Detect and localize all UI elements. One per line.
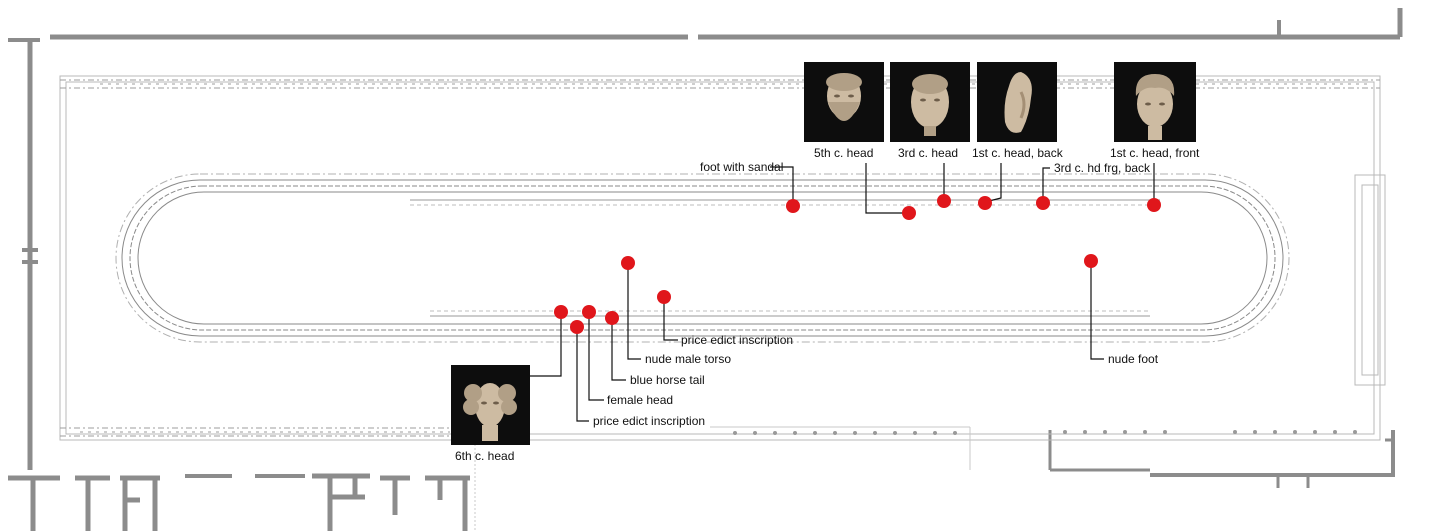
marker-3rd-c-hd-frg-back[interactable] — [1036, 196, 1050, 210]
head-fragment-icon — [1004, 72, 1032, 133]
marker-nude-foot[interactable] — [1084, 254, 1098, 268]
photo-1st-c-head-front[interactable] — [1114, 62, 1196, 142]
photo-6th-c-head[interactable] — [451, 365, 530, 445]
label-nude-male-torso: nude male torso — [645, 352, 732, 366]
outer-walls — [8, 8, 1403, 488]
leader-blue-horse-tail — [611, 318, 626, 381]
bearded-marble-head-icon — [826, 73, 862, 121]
label-6th-c-head: 6th c. head — [455, 449, 515, 463]
label-nude-foot: nude foot — [1108, 352, 1159, 366]
bottom-foundations — [8, 473, 470, 531]
rubble-bands — [60, 79, 1380, 437]
marker-1st-c-head-back[interactable] — [978, 196, 992, 210]
arena-track — [115, 173, 1290, 343]
marker-price-edict-upper[interactable] — [657, 290, 671, 304]
photo-5th-c-head[interactable] — [804, 62, 884, 142]
leader-5th-c-head — [865, 163, 908, 214]
label-price-edict-inscription-lower: price edict inscription — [593, 414, 706, 428]
marker-1st-c-head-front[interactable] — [1147, 198, 1161, 212]
marker-price-edict-lower[interactable] — [570, 320, 584, 334]
find-markers — [554, 194, 1161, 334]
label-1st-c-head-front: 1st c. head, front — [1110, 146, 1200, 160]
leader-1st-c-head-back — [984, 163, 1002, 203]
curly-haired-head-icon — [1135, 74, 1175, 140]
label-foot-with-sandal: foot with sandal — [700, 160, 784, 174]
label-3rd-c-hd-frg-back: 3rd c. hd frg, back — [1054, 161, 1151, 175]
leader-nude-foot — [1090, 261, 1104, 360]
label-blue-horse-tail: blue horse tail — [630, 373, 705, 387]
marker-3rd-c-head[interactable] — [937, 194, 951, 208]
label-1st-c-head-back: 1st c. head, back — [972, 146, 1063, 160]
colonnade-rule — [474, 426, 971, 531]
label-5th-c-head: 5th c. head — [814, 146, 874, 160]
leader-female-head — [588, 312, 604, 401]
marker-female-head[interactable] — [582, 305, 596, 319]
label-price-edict-inscription-upper: price edict inscription — [681, 333, 794, 347]
leader-foot-with-sandal — [770, 166, 794, 205]
marker-6th-c-head[interactable] — [554, 305, 568, 319]
marker-foot-with-sandal[interactable] — [786, 199, 800, 213]
late-antique-head-icon — [463, 383, 517, 441]
leader-price-edict-upper — [663, 297, 678, 341]
leader-price-edict-lower — [576, 327, 589, 422]
photo-1st-c-head-back[interactable] — [977, 62, 1057, 142]
marker-nude-male-torso[interactable] — [621, 256, 635, 270]
colonnade-dots — [733, 430, 1357, 435]
marker-5th-c-head[interactable] — [902, 206, 916, 220]
leader-6th-c-head — [530, 312, 562, 377]
label-3rd-c-head: 3rd c. head — [898, 146, 959, 160]
label-female-head: female head — [607, 393, 674, 407]
photo-3rd-c-head[interactable] — [890, 62, 970, 142]
leader-3rd-c-hd-frg-back — [1042, 167, 1050, 202]
leader-nude-male-torso — [627, 263, 641, 360]
worn-marble-head-icon — [911, 74, 949, 136]
marker-blue-horse-tail[interactable] — [605, 311, 619, 325]
leader-lines — [530, 163, 1155, 422]
outer-seating-outline — [59, 75, 1386, 441]
